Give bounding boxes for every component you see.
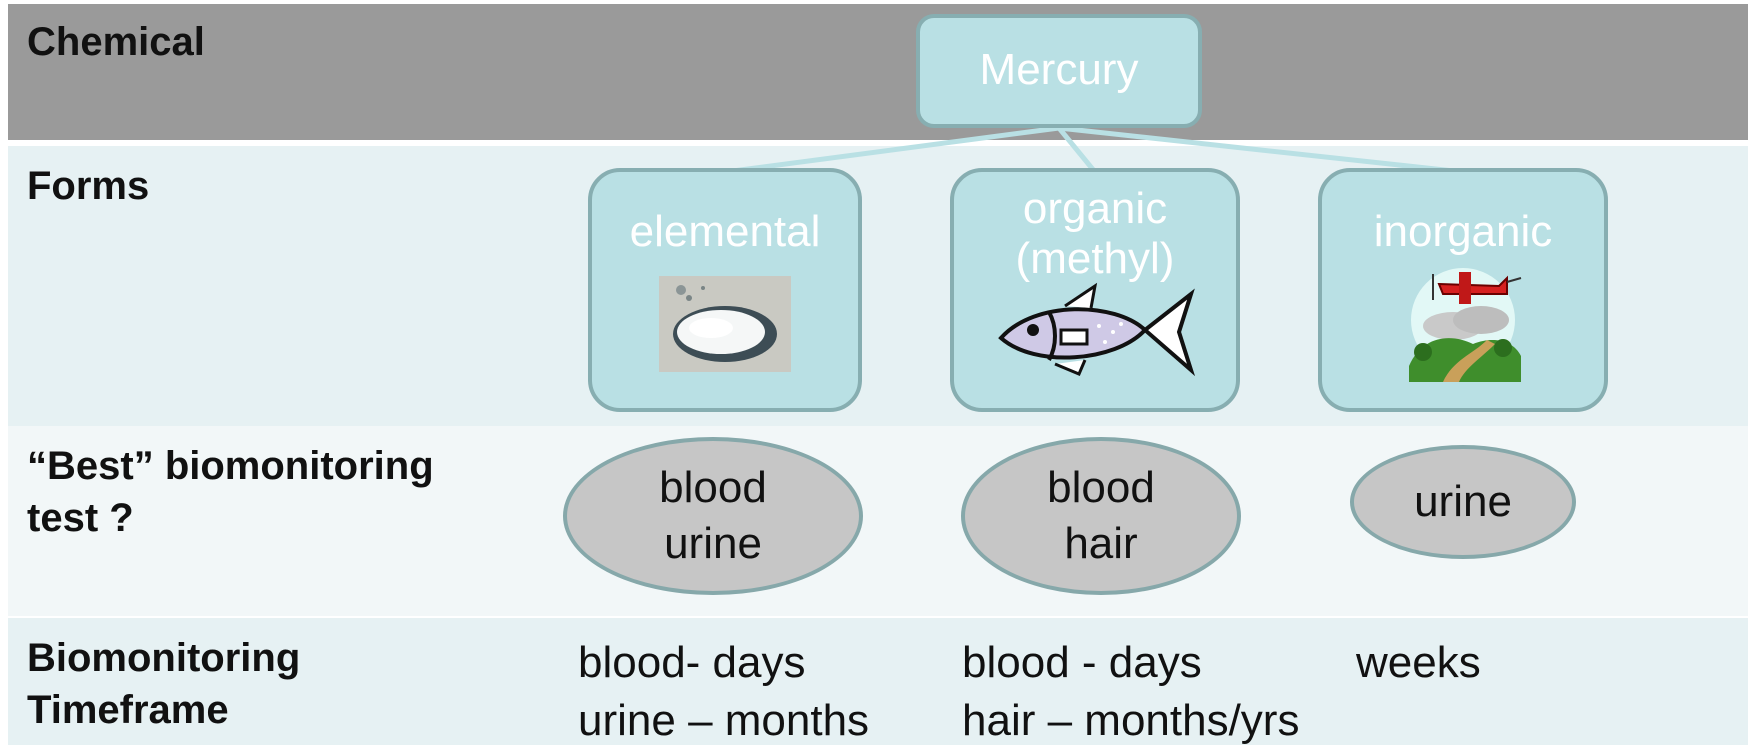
best-test-oval-elemental: blood urine: [563, 437, 863, 595]
test-item: blood: [1047, 460, 1155, 516]
test-item: urine: [664, 516, 762, 572]
timeframe-line: blood- days: [578, 634, 869, 692]
timeframe-line: hair – months/yrs: [962, 692, 1299, 750]
inorganic-form-node: inorganic: [1318, 168, 1608, 412]
mercury-node: Mercury: [916, 14, 1202, 128]
airplane-landscape-icon: [1403, 264, 1523, 382]
timeframe-organic: blood - days hair – months/yrs: [962, 634, 1299, 750]
best-test-oval-inorganic: urine: [1350, 445, 1576, 559]
best-test-oval-organic: blood hair: [961, 437, 1241, 595]
organic-form-node: organic (methyl): [950, 168, 1240, 412]
form-label: organic: [954, 184, 1236, 234]
connector-inorganic: [1059, 128, 1463, 172]
test-item: urine: [1414, 474, 1512, 530]
connector-elemental: [725, 128, 1059, 172]
mercury-node-label: Mercury: [920, 18, 1198, 122]
test-item: hair: [1064, 516, 1137, 572]
form-label: inorganic: [1322, 206, 1604, 258]
elemental-form-node: elemental: [588, 168, 862, 412]
test-item: blood: [659, 460, 767, 516]
form-label: elemental: [592, 206, 858, 258]
form-label: (methyl): [954, 234, 1236, 284]
timeframe-line: blood - days: [962, 634, 1299, 692]
timeframe-elemental: blood- days urine – months: [578, 634, 869, 750]
timeframe-line: urine – months: [578, 692, 869, 750]
timeframe-line: weeks: [1356, 634, 1481, 692]
timeframe-inorganic: weeks: [1356, 634, 1481, 692]
mercury-droplet-icon: [659, 276, 791, 372]
connector-organic: [1059, 128, 1095, 172]
fish-icon: [995, 280, 1195, 376]
